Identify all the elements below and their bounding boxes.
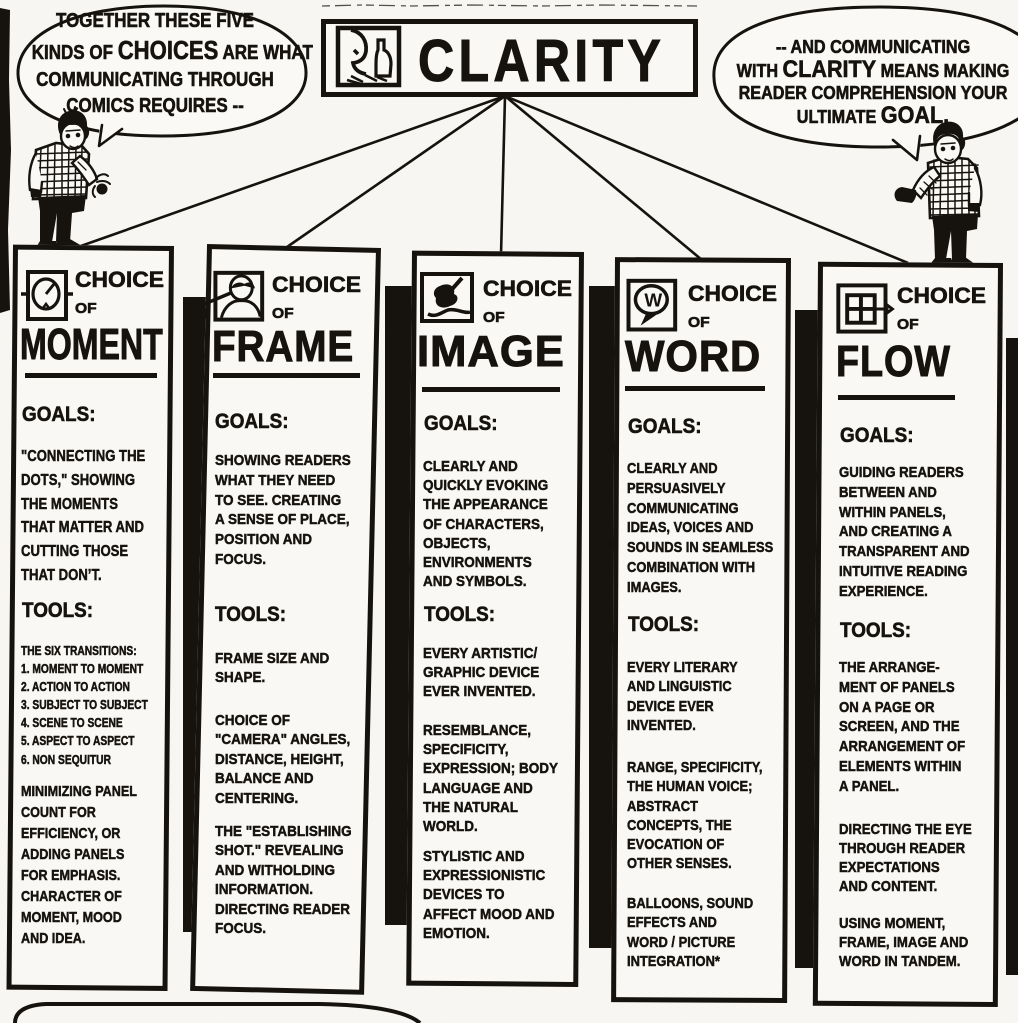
svg-text:W: W (644, 290, 662, 311)
